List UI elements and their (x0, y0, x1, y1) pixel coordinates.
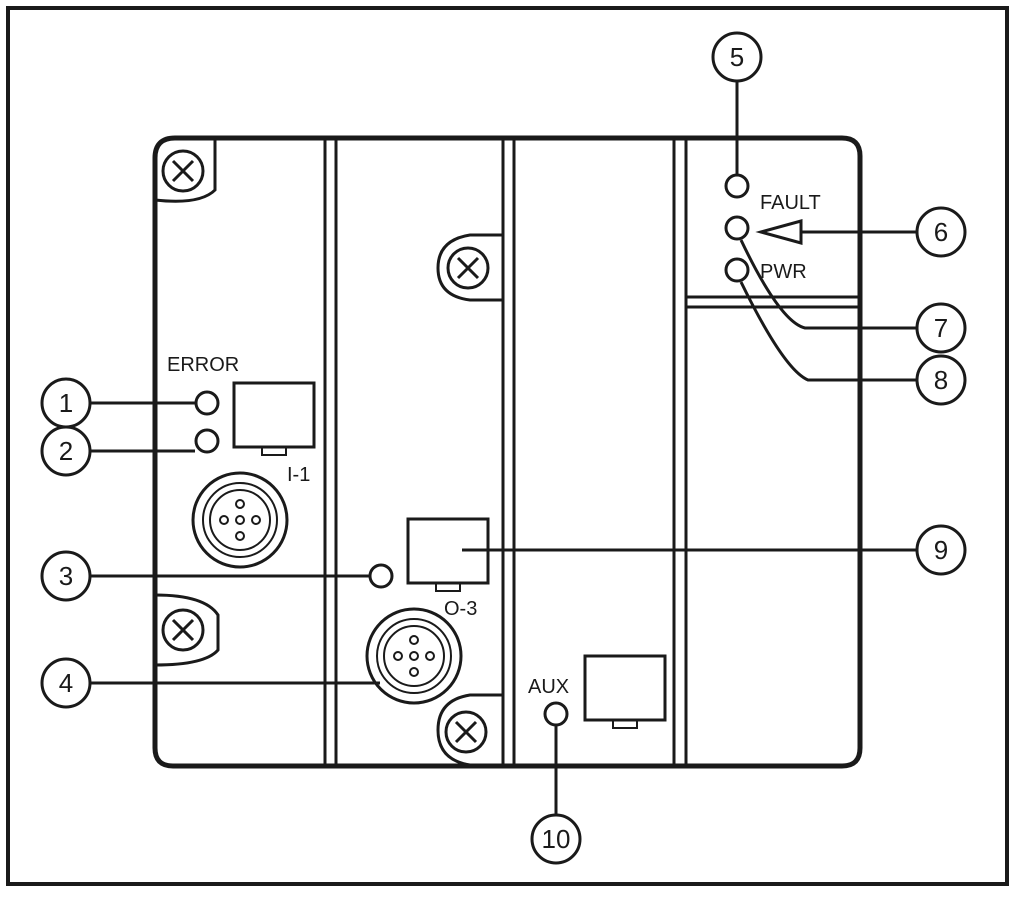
led-5 (724, 173, 750, 199)
label-error: ERROR (167, 354, 239, 376)
callout-2: 2 (40, 425, 92, 477)
callout-8-label: 8 (934, 365, 948, 395)
callout-6: 6 (915, 206, 967, 258)
screw-tab-middle (436, 233, 503, 302)
fault-arrow-icon (755, 219, 803, 245)
callout-5: 5 (711, 31, 763, 83)
m12-connector-input (191, 471, 289, 569)
port-i1 (232, 381, 316, 456)
callout-6-label: 6 (934, 217, 948, 247)
screw-tab-top-left (154, 140, 217, 203)
callout-3: 3 (40, 550, 92, 602)
led-error-2 (194, 428, 220, 454)
outer-frame (6, 6, 1009, 886)
leader-lines (90, 81, 917, 815)
callout-7-label: 7 (934, 313, 948, 343)
label-o3: O-3 (444, 598, 477, 620)
screw-tab-bottom-left (154, 593, 220, 667)
module-housing (152, 135, 863, 769)
led-aux (543, 701, 569, 727)
callout-1-label: 1 (59, 388, 73, 418)
callout-9-label: 9 (934, 535, 948, 565)
port-o3 (406, 517, 490, 592)
callout-7: 7 (915, 302, 967, 354)
led-fault (724, 215, 750, 241)
led-error-1 (194, 390, 220, 416)
callout-10: 10 (530, 813, 582, 865)
label-fault: FAULT (760, 192, 821, 214)
callout-2-label: 2 (59, 436, 73, 466)
callout-3-label: 3 (59, 561, 73, 591)
callout-4: 4 (40, 657, 92, 709)
screw-tab-bottom-middle (436, 693, 503, 767)
led-o3 (368, 563, 394, 589)
label-aux: AUX (528, 676, 569, 698)
led-pwr (724, 257, 750, 283)
callout-5-label: 5 (730, 42, 744, 72)
callout-9: 9 (915, 524, 967, 576)
callout-4-label: 4 (59, 668, 73, 698)
port-aux (583, 654, 667, 729)
module-dividers (323, 140, 858, 765)
callout-10-label: 10 (542, 824, 571, 854)
m12-connector-output (365, 607, 463, 705)
label-i1: I-1 (287, 464, 310, 486)
callout-1: 1 (40, 377, 92, 429)
callout-8: 8 (915, 354, 967, 406)
label-pwr: PWR (760, 261, 807, 283)
